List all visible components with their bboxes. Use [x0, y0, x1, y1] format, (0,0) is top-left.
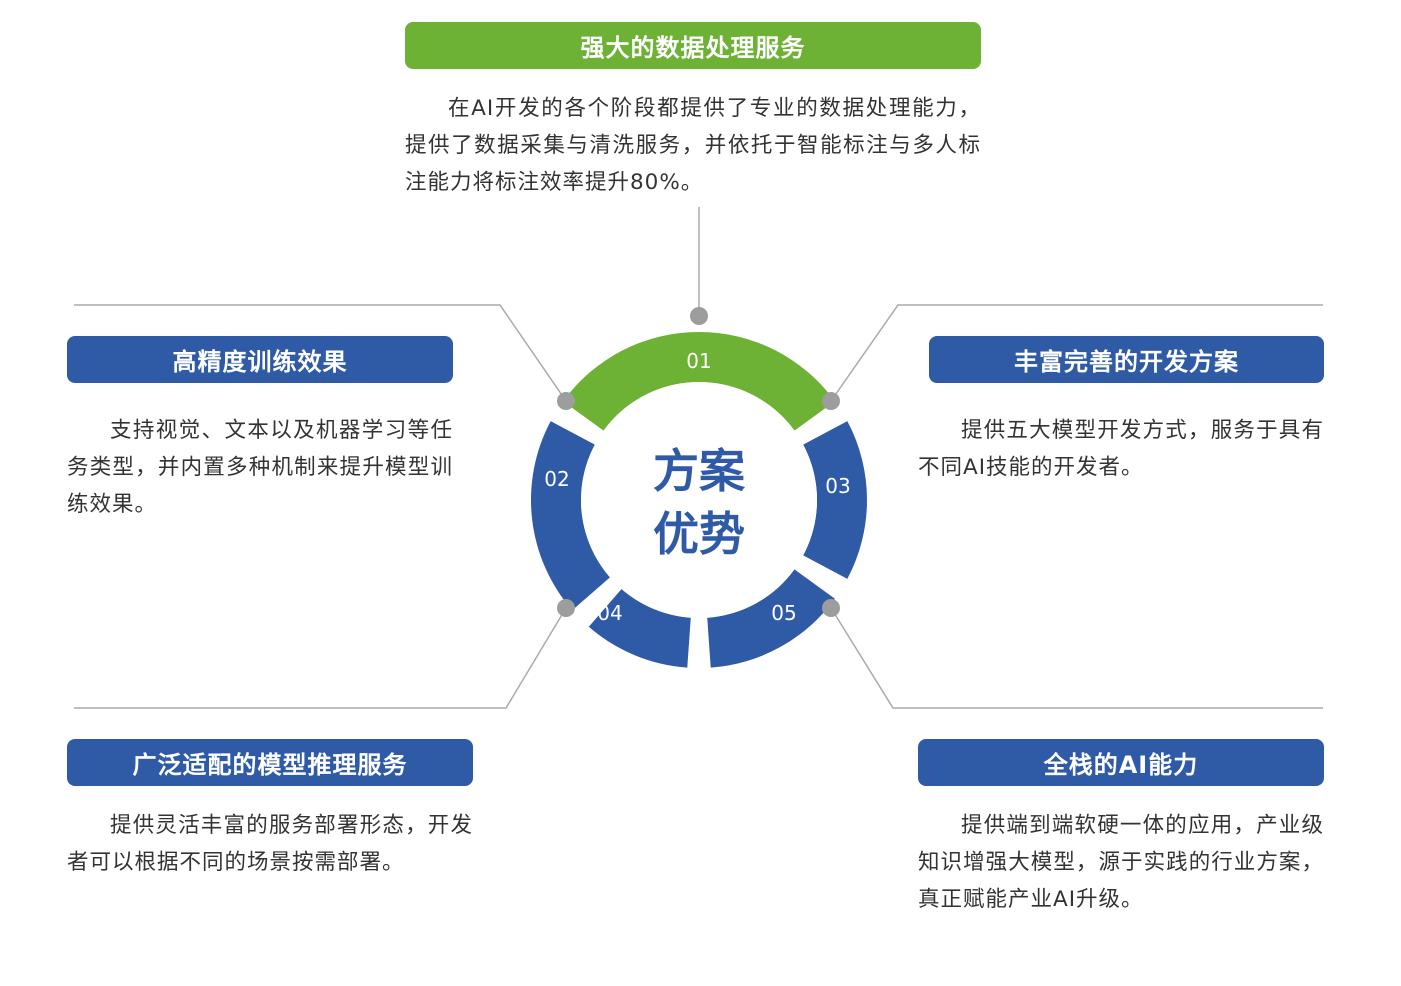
connector-line-02: [74, 304, 567, 402]
segment-number-01: 01: [686, 349, 711, 373]
center-label-line-2: 优势: [653, 507, 745, 561]
item-01-description: 在AI开发的各个阶段都提供了专业的数据处理能力，提供了数据采集与清洗服务，并依托…: [405, 96, 981, 195]
connector-dot-01: [690, 307, 708, 325]
connector-dot-05: [822, 599, 840, 617]
connector-dot-03: [822, 392, 840, 410]
item-05-description: 提供端到端软硬一体的应用，产业级知识增强大模型，源于实践的行业方案，真正赋能产业…: [918, 813, 1324, 912]
ring-segments: 01 02 03 04 05: [531, 332, 868, 668]
ring-segment-03: [803, 421, 868, 579]
segment-number-02: 02: [544, 467, 569, 491]
item-02-title: 高精度训练效果: [67, 336, 453, 383]
connector-line-04: [74, 607, 567, 709]
connector-line-05: [830, 607, 1323, 709]
ring-segment-05: [707, 569, 835, 668]
item-02-description: 支持视觉、文本以及机器学习等任务类型，并内置多种机制来提升模型训练效果。: [67, 418, 453, 517]
ring-segment-02: [531, 421, 610, 611]
segment-number-04: 04: [597, 601, 622, 625]
segment-number-05: 05: [771, 601, 796, 625]
item-04-description: 提供灵活丰富的服务部署形态，开发者可以根据不同的场景按需部署。: [67, 813, 473, 875]
connector-dot-02: [557, 392, 575, 410]
item-04-title: 广泛适配的模型推理服务: [67, 739, 473, 786]
item-03-description: 提供五大模型开发方式，服务于具有不同AI技能的开发者。: [918, 418, 1324, 480]
item-03-title: 丰富完善的开发方案: [929, 336, 1324, 383]
connector-lines: [74, 207, 1323, 709]
connector-line-03: [830, 304, 1323, 402]
item-01-title: 强大的数据处理服务: [405, 22, 981, 69]
ring-segment-01: [563, 332, 835, 431]
segment-number-03: 03: [825, 474, 850, 498]
center-label-line-1: 方案: [653, 444, 746, 498]
ring-center: [581, 382, 817, 618]
ring-segment-04: [588, 589, 691, 668]
connector-dots: [557, 307, 840, 617]
connector-dot-04: [557, 599, 575, 617]
item-05-title: 全栈的AI能力: [918, 739, 1324, 786]
